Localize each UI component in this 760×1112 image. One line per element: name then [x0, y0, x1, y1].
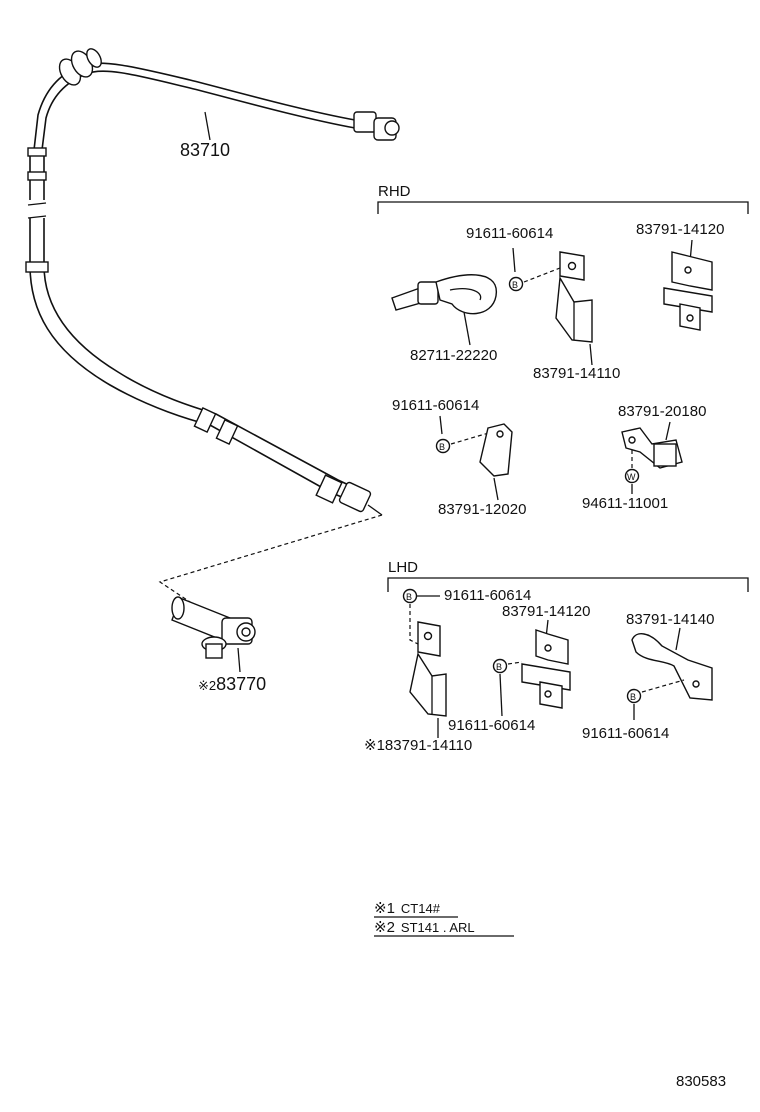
- driven-gear-part-number: ※283770: [198, 674, 266, 694]
- svg-text:B: B: [406, 592, 412, 602]
- svg-text:B: B: [630, 692, 636, 702]
- rhd-section: RHD 82711-22220 B 91611-60614 83791-1411…: [377, 183, 749, 518]
- lhd-clamp-14120-part-number: 83791-14120: [502, 603, 590, 620]
- rhd-clamp-12020-part-number: 83791-12020: [438, 501, 526, 518]
- speedometer-cable: [25, 48, 400, 516]
- lhd-heading: LHD: [388, 559, 418, 576]
- lhd-bolt1-part-number: 91611-60614: [444, 587, 531, 604]
- driven-gear-assembly: [171, 596, 256, 673]
- rhd-clamp-20180-part-number: 83791-20180: [618, 403, 706, 420]
- lhd-bolt2-part-number: 91611-60614: [448, 717, 535, 734]
- svg-text:B: B: [496, 662, 502, 672]
- rhd-bolt-part-number: 91611-60614: [466, 225, 553, 242]
- lhd-bolt3-part-number: 91611-60614: [582, 725, 669, 742]
- svg-text:W: W: [627, 472, 636, 482]
- svg-text:B: B: [512, 280, 518, 290]
- lhd-clamp-14110-part-number: ※183791-14110: [364, 737, 472, 754]
- diagram-number: 830583: [676, 1073, 726, 1090]
- rhd-clamp-14120-part-number: 83791-14120: [636, 221, 724, 238]
- rhd-washer-bolt-part-number: 94611-11001: [582, 495, 668, 512]
- lhd-clamp-14140-part-number: 83791-14140: [626, 611, 714, 628]
- lhd-section: LHD B 91611-60614 ※183791-14110 83791-14…: [364, 559, 749, 754]
- rhd-heading: RHD: [378, 183, 411, 200]
- rhd-bolt2-part-number: 91611-60614: [392, 397, 479, 414]
- grommet-clamp-part-number: 82711-22220: [410, 347, 497, 364]
- svg-text:B: B: [439, 442, 445, 452]
- cable-part-number: 83710: [180, 140, 230, 160]
- rhd-clamp-14110-part-number: 83791-14110: [533, 365, 620, 382]
